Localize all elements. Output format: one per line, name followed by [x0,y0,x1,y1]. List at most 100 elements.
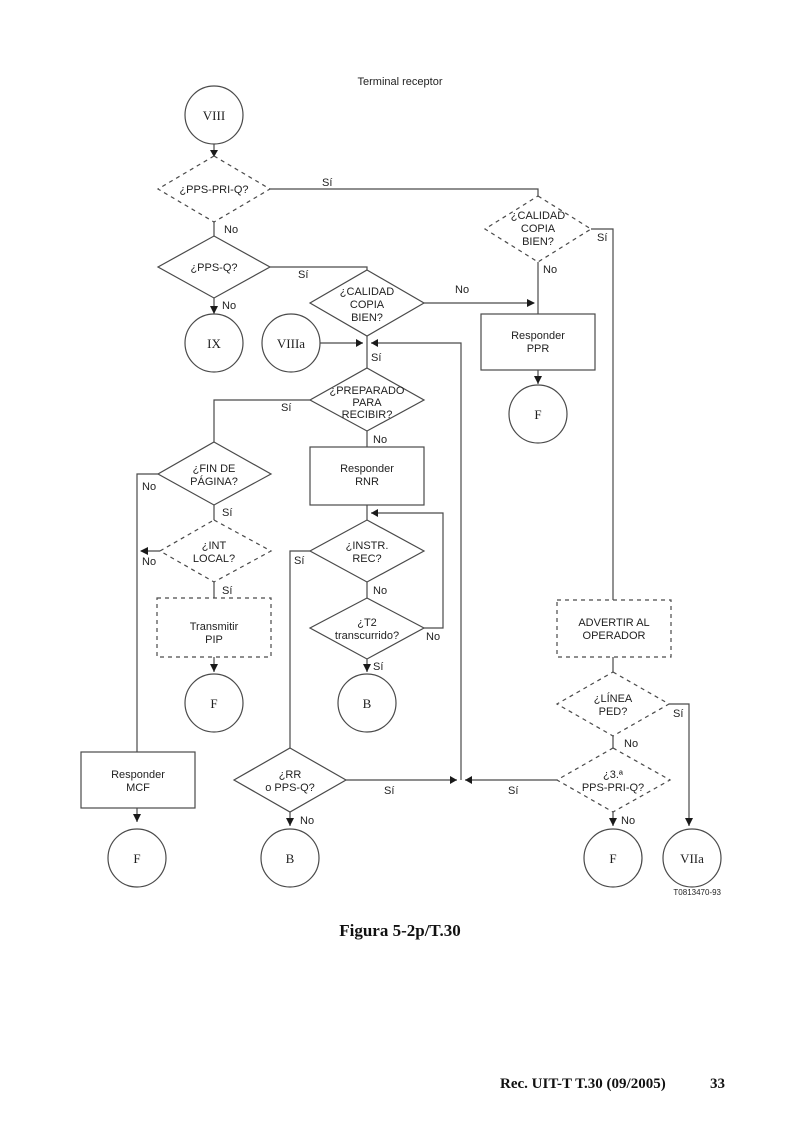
node-text: ¿PREPARADO [330,385,405,397]
connector-b-rr-label: B [286,851,295,866]
process-responder-mcf: Responder MCF [80,751,196,809]
node-text: o PPS-Q? [265,782,315,794]
connector-viii: VIII [184,85,244,145]
connector-viiia-label: VIIIa [277,336,305,351]
figure-caption: Figura 5-2p/T.30 [339,921,461,940]
connector-f-3pps: F [583,828,643,888]
decision-instr-rec: ¿INSTR. REC? [308,519,426,583]
label-no: No [373,585,387,597]
label-no: No [300,815,314,827]
label-si: Sí [373,661,383,673]
node-text: LOCAL? [193,553,235,565]
label-si: Sí [294,555,304,567]
diagram-title: Terminal receptor [358,76,443,88]
node-text: Responder [511,330,565,342]
node-text: REC? [352,553,381,565]
connector-b-t2: B [337,673,397,733]
process-responder-rnr: Responder RNR [309,446,425,506]
footer-recommendation: Rec. UIT-T T.30 (09/2005) [500,1076,666,1092]
label-no: No [455,284,469,296]
label-no: No [621,815,635,827]
decision-rr-pps-q: ¿RR o PPS-Q? [232,747,348,813]
label-si: Sí [597,232,607,244]
branch-labels: Sí No Sí No Sí No No Sí Sí No No Sí No S… [142,177,683,827]
node-text: PARA [352,397,382,409]
node-text: RNR [355,476,379,488]
connector-f-3pps-label: F [609,851,616,866]
node-text: ADVERTIR AL [578,617,649,629]
node-text: RECIBIR? [342,409,393,421]
label-no: No [543,264,557,276]
label-no: No [224,224,238,236]
node-text: ¿FIN DE [193,463,236,475]
decision-pps-q: ¿PPS-Q? [156,235,272,299]
node-text: Responder [111,769,165,781]
node-text: MCF [126,782,150,794]
label-si: Sí [322,177,332,189]
decision-fin-pagina: ¿FIN DE PÁGINA? [156,441,273,506]
node-text: ¿INSTR. [346,540,389,552]
connector-ix: IX [184,313,244,373]
connector-f-pip-label: F [210,696,217,711]
connector-f-mcf-label: F [133,851,140,866]
decision-pps-pri-q: ¿PPS-PRI-Q? [156,155,272,223]
node-text: BIEN? [522,236,554,248]
node-text: OPERADOR [583,630,646,642]
node-text: ¿CALIDAD [340,286,394,298]
connector-f-pip: F [184,673,244,733]
decision-calidad-mid: ¿CALIDAD COPIA BIEN? [308,269,426,337]
node-text: PIP [205,634,223,646]
node-text: ¿3.ª [603,769,624,781]
node-text: ¿PPS-PRI-Q? [179,184,248,196]
label-no: No [426,631,440,643]
node-text: PÁGINA? [190,475,238,488]
connector-viiia: VIIIa [261,313,321,373]
label-no: No [142,481,156,493]
node-text: PPS-PRI-Q? [582,782,644,794]
node-text: Responder [340,463,394,475]
label-si: Sí [222,585,232,597]
node-text: transcurrido? [335,630,399,642]
connector-ix-label: IX [207,336,221,351]
node-text: COPIA [350,299,385,311]
connector-f-ppr-label: F [534,407,541,422]
decision-preparado: ¿PREPARADO PARA RECIBIR? [308,367,426,432]
process-advertir-operador: ADVERTIR AL OPERADOR [556,599,672,658]
decision-linea-ped: ¿LÍNEA PED? [555,671,671,737]
node-text: BIEN? [351,312,383,324]
node-text: ¿CALIDAD [511,210,565,222]
label-no: No [222,300,236,312]
label-si: Sí [281,402,291,414]
label-no: No [373,434,387,446]
connector-f-mcf: F [107,828,167,888]
label-si: Sí [508,785,518,797]
connector-viia-label: VIIa [680,851,704,866]
connector-viii-label: VIII [203,108,225,123]
label-no: No [142,556,156,568]
label-si: Sí [384,785,394,797]
process-transmitir-pip: Transmitir PIP [156,597,272,658]
decision-t2: ¿T2 transcurrido? [308,597,426,660]
connector-b-t2-label: B [363,696,372,711]
process-responder-ppr: Responder PPR [480,313,596,371]
decision-calidad-top: ¿CALIDAD COPIA BIEN? [483,195,593,263]
node-text: Transmitir [190,621,239,633]
label-no: No [624,738,638,750]
node-text: ¿RR [279,769,302,781]
arrowheads [133,150,693,826]
label-si: Sí [222,507,232,519]
node-text: PPR [527,343,550,355]
connector-viia: VIIa [662,828,722,888]
decision-int-local: ¿INT LOCAL? [158,519,273,583]
node-text: ¿PPS-Q? [190,262,237,274]
label-si: Sí [371,352,381,364]
node-text: COPIA [521,223,556,235]
connector-b-rr: B [260,828,320,888]
node-text: ¿T2 [357,617,377,629]
connector-f-ppr: F [508,384,568,444]
label-si: Sí [673,708,683,720]
decision-tercer-pps: ¿3.ª PPS-PRI-Q? [555,747,672,813]
label-si: Sí [298,269,308,281]
node-text: PED? [599,706,628,718]
